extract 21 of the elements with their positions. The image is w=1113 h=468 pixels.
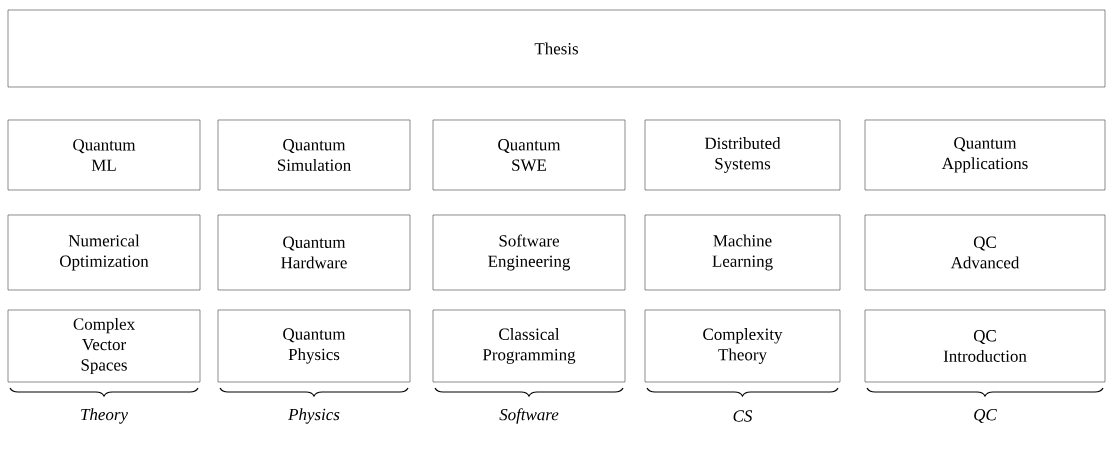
topic-box: Numerical Optimization (7, 214, 201, 291)
topic-box: Thesis (7, 9, 1106, 88)
topic-box: Quantum SWE (432, 119, 626, 191)
topic-box: Quantum Applications (864, 119, 1106, 191)
topic-box: Software Engineering (432, 214, 626, 291)
group-label: Physics (288, 408, 340, 424)
group-label: QC (974, 409, 997, 423)
topic-box: QC Introduction (864, 309, 1106, 383)
topic-box: Classical Programming (432, 309, 626, 383)
topic-box: Complexity Theory (644, 309, 841, 383)
topic-box: Complex Vector Spaces (7, 309, 201, 383)
topic-box: Machine Learning (644, 214, 841, 291)
group-label: CS (733, 410, 753, 422)
topic-box: Quantum ML (7, 119, 201, 191)
group-label: Theory (81, 408, 128, 424)
topic-box: QC Advanced (864, 214, 1106, 291)
group-label: Software (499, 408, 559, 424)
topic-box: Quantum Physics (217, 309, 411, 383)
topic-box: Quantum Simulation (217, 119, 411, 191)
topic-box: Distributed Systems (644, 119, 841, 191)
topic-box: Quantum Hardware (217, 214, 411, 291)
